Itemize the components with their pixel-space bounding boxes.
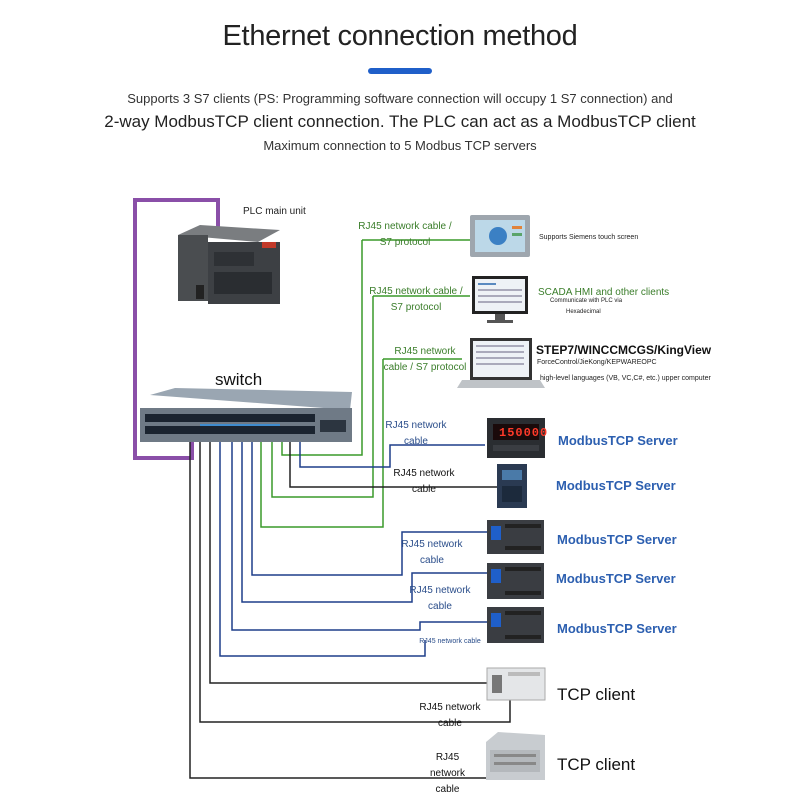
intro-line-2: 2-way ModbusTCP client connection. The P… xyxy=(104,112,696,131)
touch-screen-label: Supports Siemens touch screen xyxy=(539,234,639,241)
cable-step7 xyxy=(260,359,384,528)
cable-label-1: RJ45 network cable / S7 protocol xyxy=(358,221,452,248)
tcp-client-label-1: TCP client xyxy=(557,685,636,704)
scada-label: SCADA HMI and other clients xyxy=(538,287,670,298)
cable-tcp-client-1 xyxy=(209,430,487,684)
cable-label-2: RJ45 network cable / S7 protocol xyxy=(369,286,463,313)
cable-label-3: RJ45 network cable / S7 protocol xyxy=(383,346,467,373)
cable-server-2 xyxy=(251,430,487,576)
scada-sublabel-1: Communicate with PLC via xyxy=(550,298,623,304)
switch-device xyxy=(140,388,352,442)
scada-monitor-device xyxy=(472,276,528,323)
modbus-server-label-3: ModbusTCP Server xyxy=(557,532,677,547)
cable-label-10: RJ45 network cable xyxy=(429,752,465,795)
title-underline xyxy=(368,68,432,74)
plc-main-unit-label: PLC main unit xyxy=(243,206,306,217)
cable-server-4 xyxy=(231,430,487,631)
modbus-server-label-1: ModbusTCP Server xyxy=(558,433,678,448)
intro-line-3: Maximum connection to 5 Modbus TCP serve… xyxy=(263,138,537,153)
modbus-server-label-2: ModbusTCP Server xyxy=(556,478,676,493)
meter-display-value: 150000 xyxy=(499,426,549,440)
server-plc-3 xyxy=(487,607,544,643)
cable-server-5 xyxy=(219,430,426,657)
cable-server-1 xyxy=(299,430,485,468)
server-plc-1 xyxy=(487,520,544,554)
inverter-device xyxy=(497,464,527,508)
cable-label-5: RJ45 network cable xyxy=(393,468,455,495)
cable-label-6: RJ45 network cable xyxy=(401,539,463,566)
cable-label-9: RJ45 network cable xyxy=(419,702,481,729)
switch-label: switch xyxy=(215,370,263,389)
cable-touch-screen xyxy=(281,240,363,456)
server-plc-2 xyxy=(487,563,544,599)
modbus-server-label-4: ModbusTCP Server xyxy=(556,571,676,586)
tcp-client-device-2 xyxy=(486,732,545,780)
cable-tcp-client-2 xyxy=(199,430,511,723)
cable-label-8: RJ45 network cable xyxy=(419,638,481,645)
cable-label-4: RJ45 network cable xyxy=(385,420,447,447)
tcp-client-device-1 xyxy=(486,667,546,701)
tcp-client-label-2: TCP client xyxy=(557,755,636,774)
intro-line-1: Supports 3 S7 clients (PS: Programming s… xyxy=(127,91,673,106)
touch-screen-device xyxy=(470,215,530,257)
plc-main-unit xyxy=(178,225,280,304)
plc-switch-cable xyxy=(133,198,220,460)
cable-server-3 xyxy=(241,430,487,603)
cable-inverter xyxy=(289,430,497,488)
cable-tcp-client-3 xyxy=(189,430,486,779)
step7-sublabel-1: ForceControl/JieKong/KEPWAREOPC xyxy=(537,359,657,366)
step7-sublabel-2: high-level languages (VB, VC,C#, etc.) u… xyxy=(540,375,711,382)
cable-label-7: RJ45 network cable xyxy=(409,585,471,612)
laptop-device xyxy=(457,338,545,388)
scada-sublabel-2: Hexadecimal xyxy=(566,309,601,315)
page-title: Ethernet connection method xyxy=(222,20,578,52)
modbus-server-label-5: ModbusTCP Server xyxy=(557,621,677,636)
cable-scada xyxy=(271,296,374,498)
digital-meter-device xyxy=(487,418,545,458)
step7-label: STEP7/WINCCMCGS/KingView xyxy=(536,343,712,357)
